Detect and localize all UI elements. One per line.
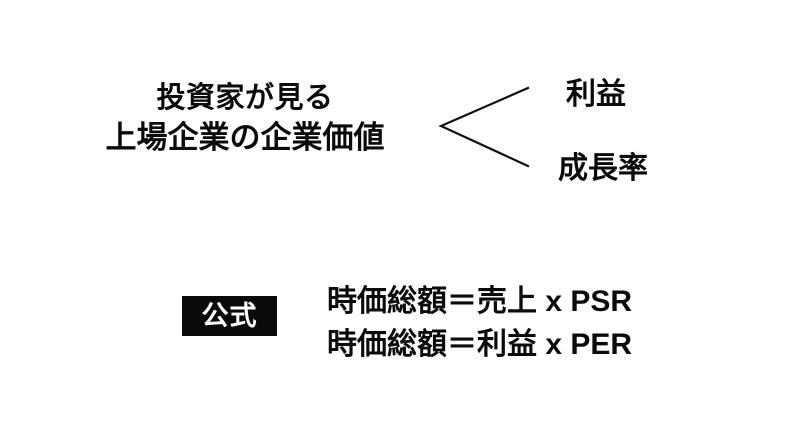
- factor-label-profit: 利益: [566, 78, 626, 111]
- formula-badge: 公式: [182, 296, 277, 336]
- formula-line-psr: 時価総額＝売上 x PSR: [327, 285, 633, 318]
- formula-list: 時価総額＝売上 x PSR 時価総額＝利益 x PER: [327, 280, 727, 366]
- concept-heading-line-2: 上場企業の企業価値: [105, 120, 385, 155]
- factor-label-growth: 成長率: [558, 152, 648, 185]
- concept-heading-line-1: 投資家が見る: [156, 82, 334, 114]
- formula-line-per: 時価総額＝利益 x PER: [327, 328, 633, 361]
- angle-bracket-icon: [432, 82, 536, 172]
- concept-heading: 投資家が見る 上場企業の企業価値: [60, 78, 430, 158]
